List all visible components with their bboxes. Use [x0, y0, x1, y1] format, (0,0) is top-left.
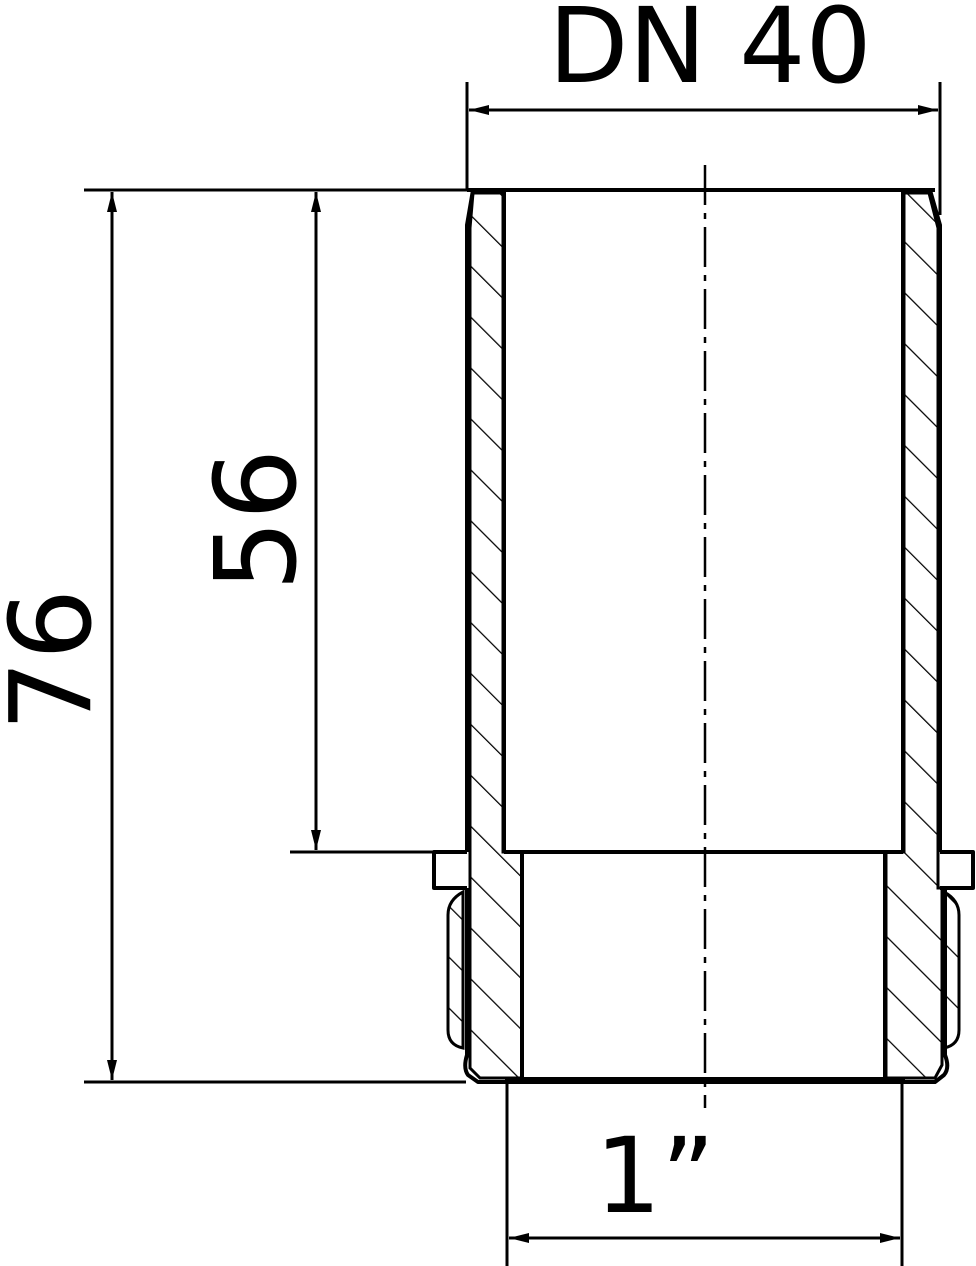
dimension-dn40 [465, 82, 942, 215]
thread-profile [446, 889, 961, 1050]
dimension-1inch [505, 1082, 904, 1266]
label-dn40: DN 40 [548, 0, 871, 107]
label-1inch: 1” [595, 1115, 715, 1237]
label-56: 56 [192, 449, 322, 592]
wall-hatching [468, 191, 944, 1080]
dimension-56 [290, 192, 434, 854]
dimension-76 [84, 188, 470, 1084]
label-76: 76 [0, 589, 117, 732]
